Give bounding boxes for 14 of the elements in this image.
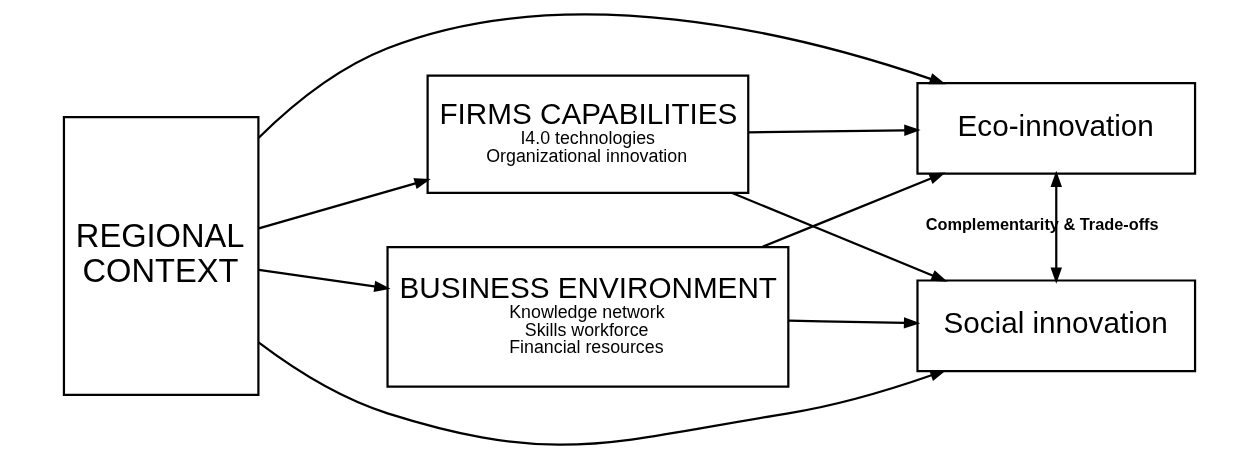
node-box: FIRMS CAPABILITIES I4.0 technologies Organizational innovation — [426, 74, 750, 195]
arrow — [257, 13, 946, 139]
node-box: Eco-innovation — [916, 81, 1197, 175]
arrow — [1050, 170, 1062, 284]
arrow — [258, 178, 431, 230]
arrow — [788, 317, 921, 329]
arrow — [731, 192, 948, 282]
node-box: Social innovation — [916, 279, 1197, 373]
arrow — [258, 268, 391, 293]
arrow — [748, 124, 921, 136]
arrow — [761, 172, 946, 248]
arrow — [257, 341, 947, 446]
node-box: BUSINESS ENVIRONMENT Knowledge network Skills workforce Financial resources — [386, 246, 790, 388]
node-box: REGIONAL CONTEXT — [62, 116, 260, 396]
